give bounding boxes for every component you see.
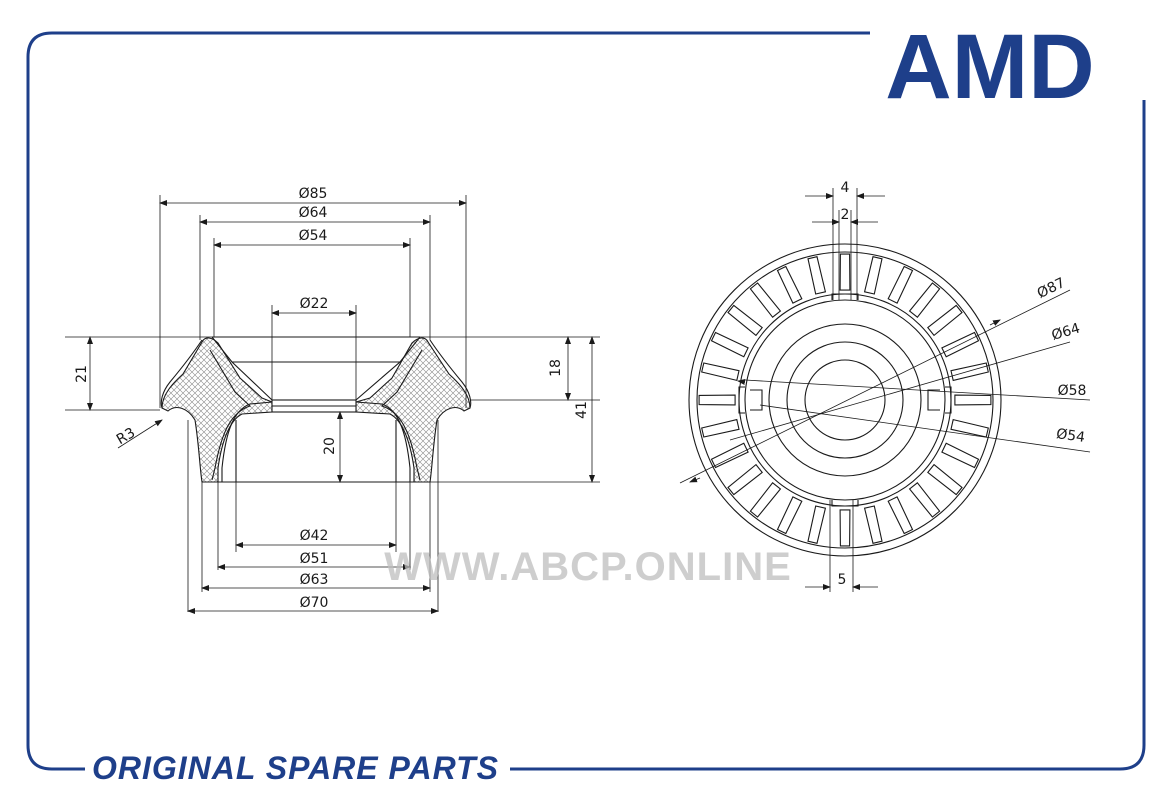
rib	[887, 496, 914, 535]
top-view-dimensions	[679, 188, 1091, 592]
rib	[749, 282, 782, 318]
page-frame	[26, 31, 1146, 771]
dim-h21: 21	[74, 365, 90, 383]
outer-ring-outer	[688, 243, 1002, 557]
dim-d63: Ø63	[300, 572, 329, 588]
side-view-dimensions	[65, 195, 600, 614]
dim-w2: 2	[841, 207, 850, 223]
rib-pattern	[698, 253, 992, 547]
rib	[776, 496, 803, 535]
rib	[807, 505, 827, 544]
rib	[839, 509, 851, 547]
dim-d70: Ø70	[300, 595, 329, 611]
dim-w5: 5	[838, 572, 847, 588]
rib	[727, 304, 763, 337]
rib	[807, 256, 827, 295]
watermark-text: WWW.ABCP.ONLINE	[384, 545, 792, 589]
rib	[950, 362, 989, 382]
rib	[927, 304, 963, 337]
rib	[863, 505, 883, 544]
rib	[908, 482, 941, 518]
rib	[701, 418, 740, 438]
dim-d51: Ø51	[300, 551, 329, 567]
dim-h18: 18	[548, 359, 564, 377]
rib	[941, 331, 980, 358]
rib	[950, 418, 989, 438]
rib	[710, 331, 749, 358]
rib	[863, 256, 883, 295]
rib	[701, 362, 740, 382]
dim-h20: 20	[322, 437, 338, 455]
outer-ring-inner	[696, 251, 994, 549]
rib	[887, 265, 914, 304]
dim-d85: Ø85	[299, 186, 328, 202]
brand-logo: AMD	[885, 16, 1095, 118]
side-view-labels: Ø85 Ø64 Ø54 Ø22 Ø42 Ø51 Ø63 Ø70 21 18 41…	[74, 186, 590, 611]
dim-w4: 4	[841, 180, 850, 196]
rubber-section-right	[355, 337, 471, 483]
rib	[839, 253, 851, 291]
rib	[954, 394, 992, 406]
rib	[776, 265, 803, 304]
top-view-labels: 4 2 5 Ø87 Ø64 Ø58 Ø54	[838, 180, 1087, 588]
dim-d22: Ø22	[300, 296, 329, 312]
dim-d42: Ø42	[300, 528, 329, 544]
dim-d64: Ø64	[299, 205, 328, 221]
dim-h41: 41	[574, 401, 590, 419]
rib	[710, 442, 749, 469]
rib	[941, 442, 980, 469]
dim-d58: Ø58	[1058, 383, 1087, 399]
dim-d54-top: Ø54	[1055, 426, 1086, 446]
rib	[749, 482, 782, 518]
rib	[927, 463, 963, 496]
dim-d87: Ø87	[1035, 275, 1068, 302]
dim-d64-top: Ø64	[1050, 320, 1082, 343]
rib	[727, 463, 763, 496]
dim-d54: Ø54	[299, 228, 328, 244]
dim-r3: R3	[114, 425, 138, 448]
side-view-drawing	[160, 336, 472, 483]
rib	[698, 394, 736, 406]
rib	[908, 282, 941, 318]
top-view-drawing	[688, 243, 1002, 557]
brand-tagline: ORIGINAL SPARE PARTS	[92, 750, 499, 786]
